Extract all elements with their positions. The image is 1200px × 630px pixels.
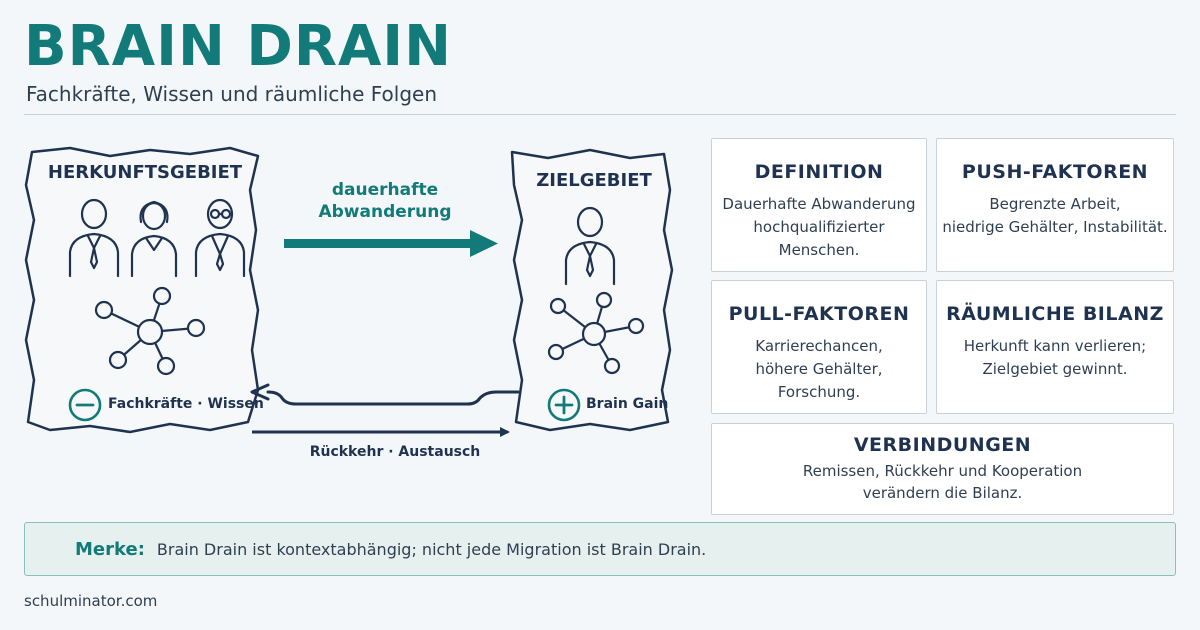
emigration-label-line1: dauerhafte xyxy=(331,180,439,200)
push-factors-line1: Begrenzte Arbeit, xyxy=(989,195,1121,213)
definition-card: DEFINITION Dauerhafte Abwanderung hochqu… xyxy=(711,138,927,272)
emigration-label-line2: Abwanderung xyxy=(318,202,452,222)
pull-factors-text: Karrierechancen, höhere Gehälter, Forsch… xyxy=(712,335,926,404)
spatial-balance-line2: Zielgebiet gewinnt. xyxy=(982,360,1128,378)
destination-label: ZIELGEBIET xyxy=(536,170,652,191)
definition-text: Dauerhafte Abwanderung hochqualifizierte… xyxy=(712,193,926,262)
emigration-arrow xyxy=(284,230,498,257)
push-factors-card: PUSH-FAKTOREN Begrenzte Arbeit, niedrige… xyxy=(936,138,1174,272)
connections-text: Remissen, Rückkehr und Kooperation verän… xyxy=(712,460,1173,504)
connections-line1: Remissen, Rückkehr und Kooperation xyxy=(802,462,1083,480)
spatial-balance-title: RÄUMLICHE BILANZ xyxy=(946,303,1164,325)
plus-icon xyxy=(547,388,581,422)
spatial-balance-card: RÄUMLICHE BILANZ Herkunft kann verlieren… xyxy=(936,280,1174,414)
connections-line2: verändern die Bilanz. xyxy=(862,484,1023,502)
note-label: Merke: xyxy=(75,538,145,560)
origin-label: HERKUNFTSGEBIET xyxy=(47,162,243,183)
pull-factors-card: PULL-FAKTOREN Karrierechancen, höhere Ge… xyxy=(711,280,927,414)
network-icon-destination xyxy=(547,291,645,375)
network-icon xyxy=(94,286,206,376)
spatial-balance-line1: Herkunft kann verlieren; xyxy=(963,337,1147,355)
definition-title: DEFINITION xyxy=(754,161,884,183)
origin-region-outline xyxy=(24,146,260,434)
header-divider xyxy=(24,114,1176,115)
connections-title: VERBINDUNGEN xyxy=(853,434,1032,456)
definition-line1: Dauerhafte Abwanderung xyxy=(722,195,916,213)
origin-badge-text: Fachkräfte · Wissen xyxy=(108,396,264,412)
page-subtitle: Fachkräfte, Wissen und räumliche Folgen xyxy=(26,82,438,106)
destination-badge-text: Brain Gain xyxy=(586,396,669,412)
pull-factors-line1: Karrierechancen, xyxy=(755,337,883,355)
diagram-graphics xyxy=(24,146,674,437)
note-text: Brain Drain ist kontextabhängig; nicht j… xyxy=(156,539,707,559)
note-box: Merke: Brain Drain ist kontextabhängig; … xyxy=(24,522,1176,576)
exchange-label: Rückkehr · Austausch xyxy=(309,444,481,460)
push-factors-text: Begrenzte Arbeit, niedrige Gehälter, Ins… xyxy=(937,193,1173,239)
page-title: BRAIN DRAIN xyxy=(24,14,452,79)
pull-factors-title: PULL-FAKTOREN xyxy=(728,303,910,325)
destination-region-outline xyxy=(510,148,674,432)
push-factors-title: PUSH-FAKTOREN xyxy=(961,161,1149,183)
person-icon xyxy=(564,206,616,286)
return-arrow xyxy=(266,390,520,406)
source-credit: schulminator.com xyxy=(24,592,158,610)
connections-card: VERBINDUNGEN Remissen, Rückkehr und Koop… xyxy=(711,423,1174,515)
people-icon xyxy=(68,198,246,278)
return-arrowhead xyxy=(250,383,270,401)
migration-diagram: HERKUNFTSGEBIET Fachkräfte · Wissen ZIEL… xyxy=(0,130,700,500)
pull-factors-line2: höhere Gehälter, Forschung. xyxy=(755,360,883,401)
spatial-balance-text: Herkunft kann verlieren; Zielgebiet gewi… xyxy=(937,335,1173,381)
minus-icon xyxy=(68,388,102,422)
definition-line2: hochqualifizierter Menschen. xyxy=(753,218,885,259)
push-factors-line2: niedrige Gehälter, Instabilität. xyxy=(942,218,1168,236)
